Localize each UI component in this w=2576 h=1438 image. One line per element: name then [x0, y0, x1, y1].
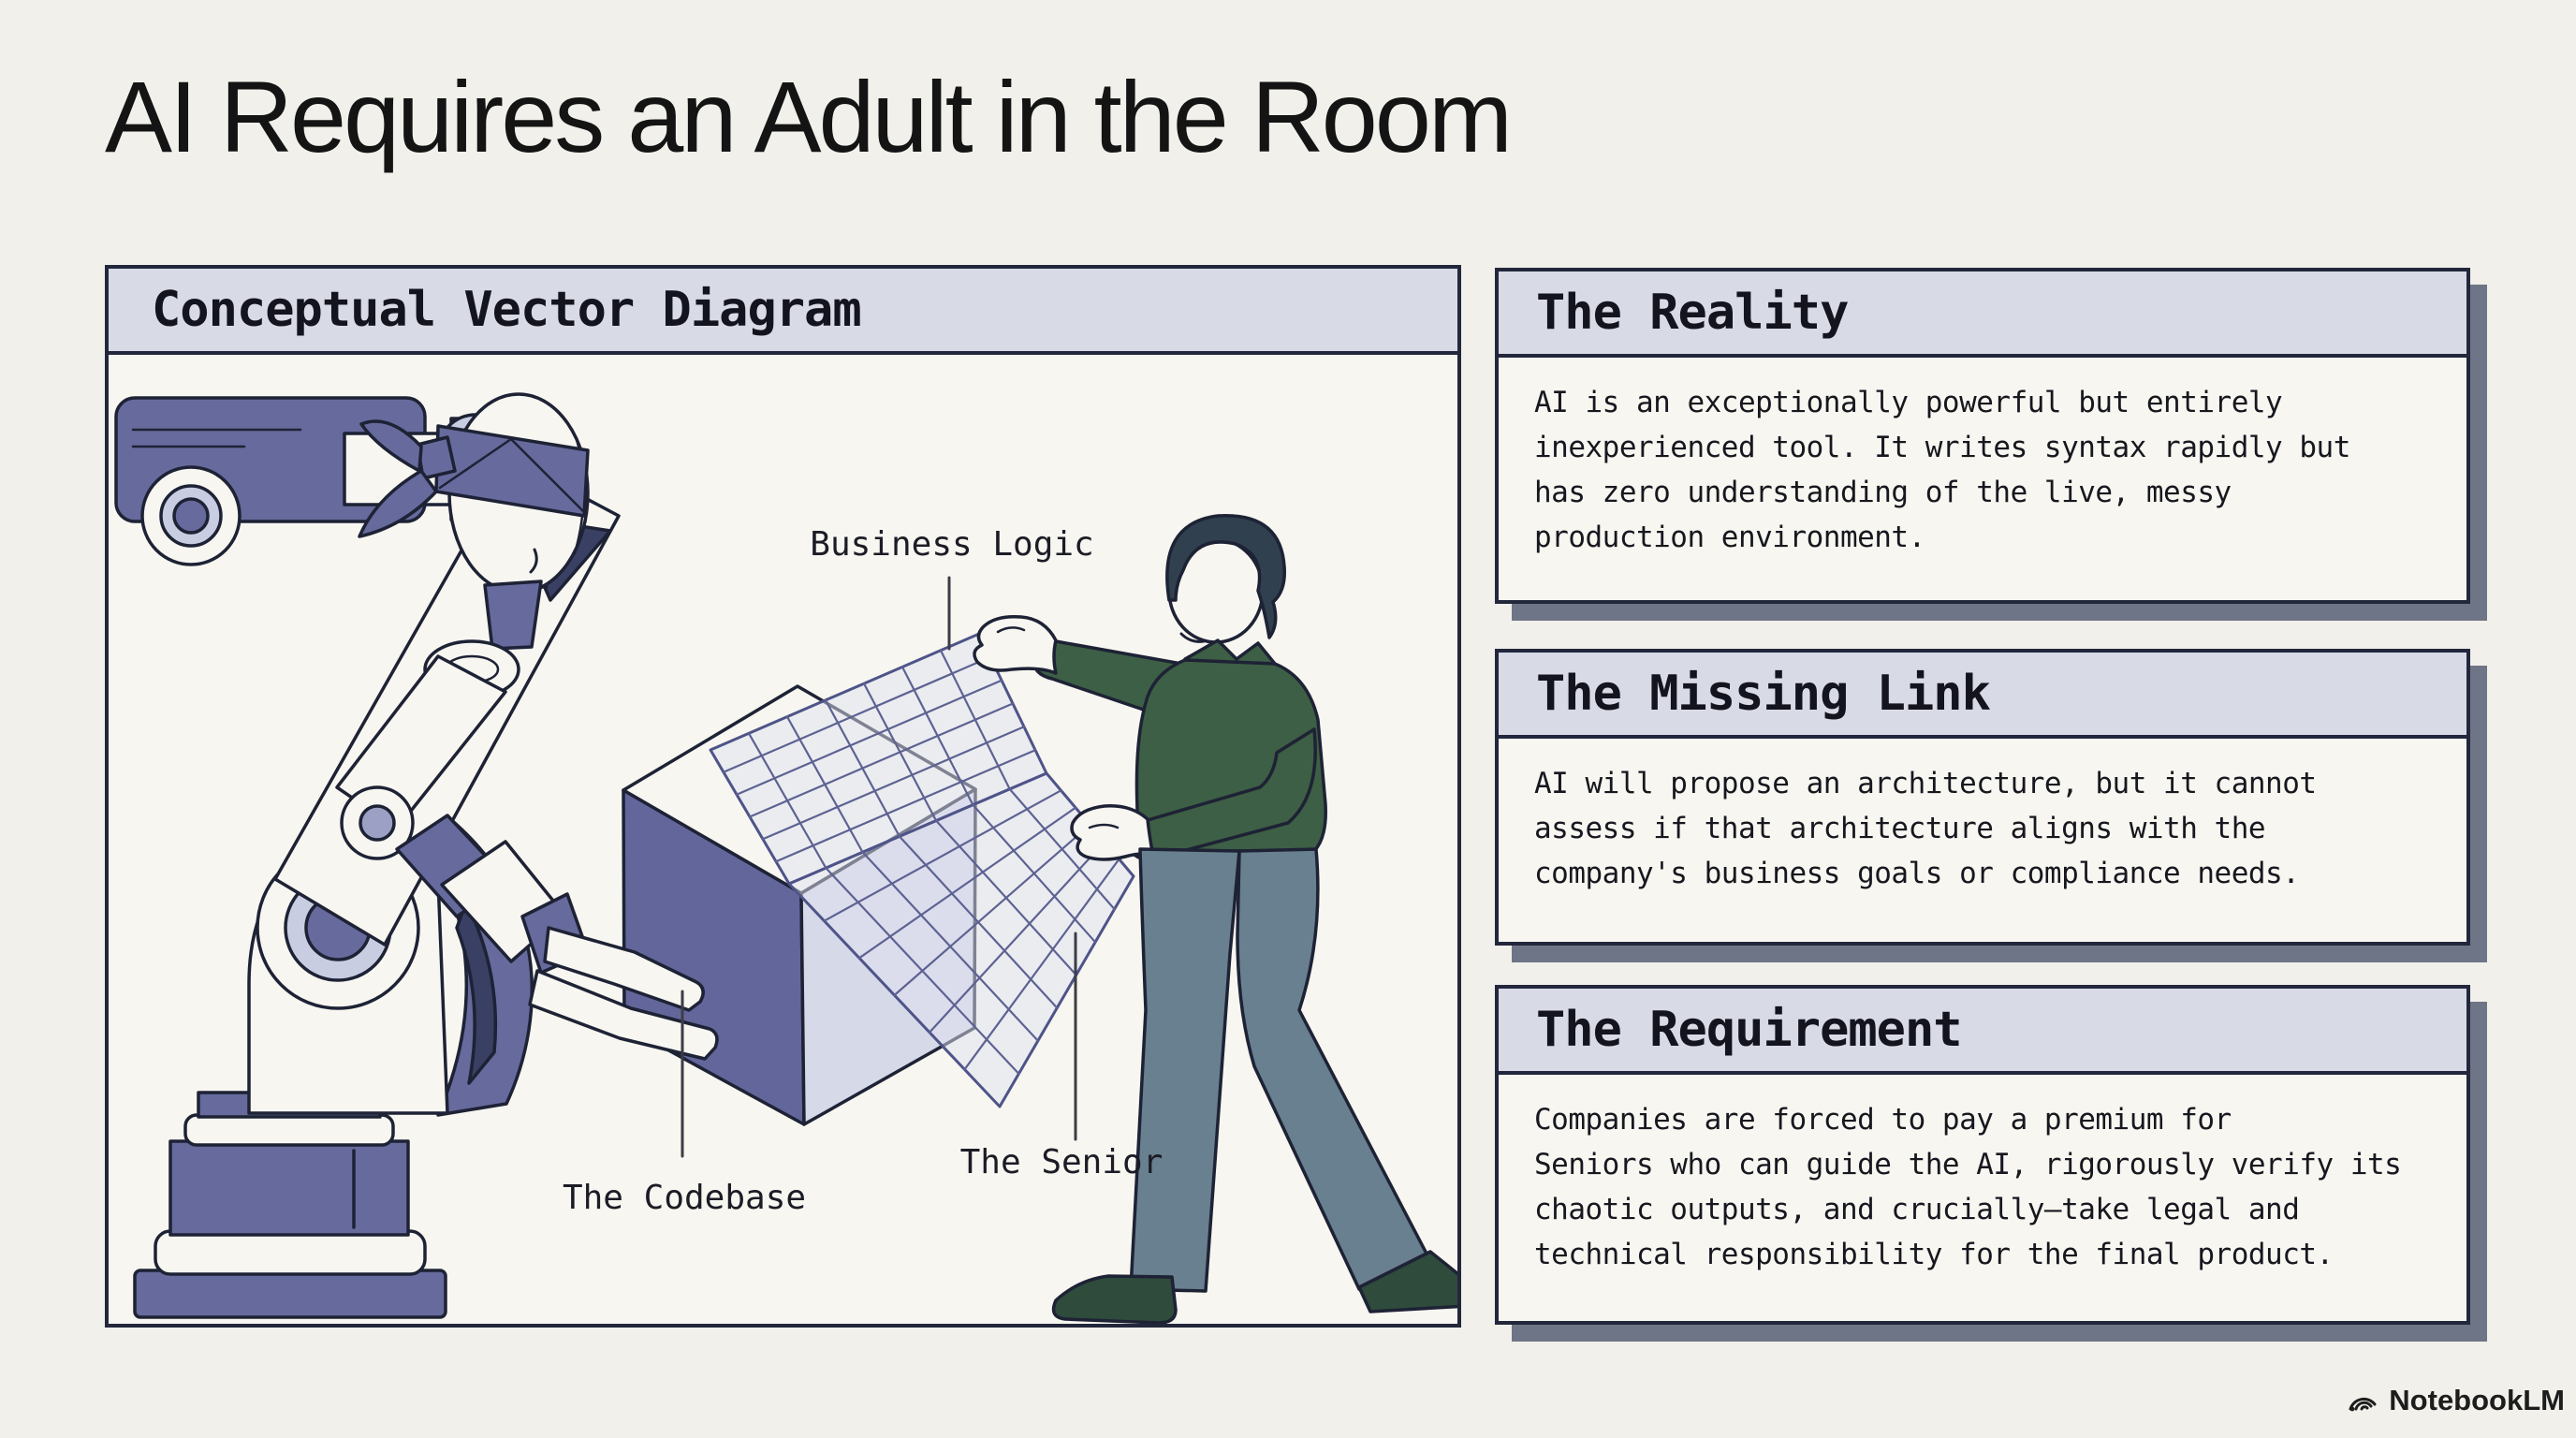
info-card-title: The Missing Link [1536, 666, 1991, 722]
robot-gripper [520, 892, 719, 1061]
leader-lines [681, 576, 1077, 1158]
senior-person [973, 514, 1476, 1325]
info-card-body: AI is an exceptionally powerful but enti… [1534, 386, 2350, 554]
info-card-reality: The Reality AI is an exceptionally power… [1495, 268, 2470, 604]
info-card-requirement: The Requirement Companies are forced to … [1495, 985, 2470, 1325]
info-card-body: AI will propose an architecture, but it … [1534, 767, 2317, 890]
label-codebase: The Codebase [563, 1179, 806, 1217]
info-card-title: The Requirement [1536, 1002, 1963, 1058]
robot-blindfold [358, 419, 590, 538]
notebooklm-watermark: NotebookLM [2346, 1384, 2565, 1417]
info-card-header: The Requirement [1499, 989, 2466, 1075]
notebooklm-label: NotebookLM [2389, 1384, 2565, 1416]
page-title: AI Requires an Adult in the Room [105, 60, 1513, 173]
info-card-header: The Reality [1499, 271, 2466, 358]
hair [1165, 514, 1286, 639]
diagram-panel-body: Business Logic The Codebase The Senior [109, 355, 1476, 1325]
diagram-illustration: Business Logic The Codebase The Senior [114, 392, 1476, 1325]
conceptual-diagram-panel: Conceptual Vector Diagram [105, 265, 1476, 1328]
robot-head [358, 392, 590, 651]
label-business-logic: Business Logic [810, 525, 1093, 564]
info-card-body: Companies are forced to pay a premium fo… [1534, 1103, 2402, 1271]
label-senior: The Senior [960, 1143, 1164, 1181]
diagram-panel-header: Conceptual Vector Diagram [109, 269, 1457, 355]
info-card-header: The Missing Link [1499, 653, 2466, 739]
info-card-missing-link: The Missing Link AI will propose an arch… [1495, 649, 2470, 946]
business-logic-wireframe [709, 632, 1135, 1108]
notebooklm-icon [2349, 1397, 2377, 1412]
diagram-panel-title: Conceptual Vector Diagram [152, 282, 862, 338]
info-card-title: The Reality [1536, 285, 1849, 341]
